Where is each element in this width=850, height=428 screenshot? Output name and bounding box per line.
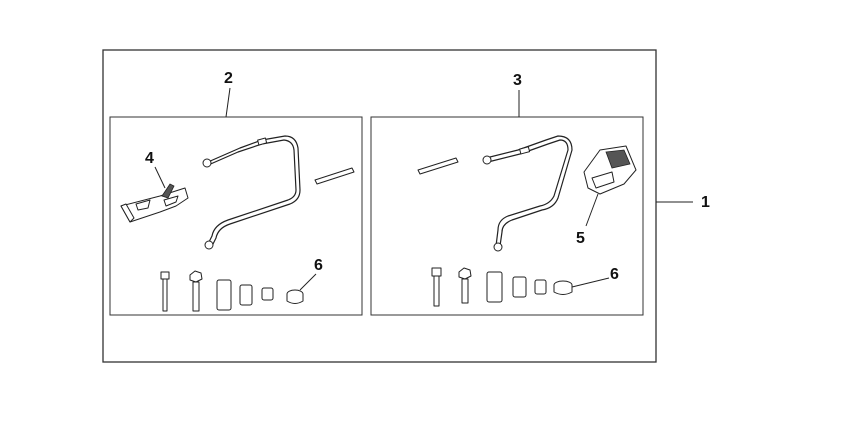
callout-6-left: 6 [314,257,323,274]
left-bent-bar-part [202,135,301,250]
left-set-frame [109,116,363,316]
left-clamp-part [120,183,189,223]
callout-1: 1 [701,194,710,211]
right-strip-part [417,157,459,175]
left-strip-part [314,167,355,185]
callout-5: 5 [576,230,585,247]
left-hardware-parts [160,270,304,312]
kit-outer-frame [102,49,657,363]
callout-4-leader [154,166,166,189]
right-bent-bar-part [482,135,573,252]
right-hardware-parts [431,267,573,307]
callout-2: 2 [224,70,233,87]
callout-6-right-leader [571,277,610,288]
callout-2-leader [225,87,231,118]
callout-3: 3 [513,72,522,89]
callout-4: 4 [145,150,154,167]
right-set-frame [370,116,644,316]
callout-6-right: 6 [610,266,619,283]
callout-5-leader [585,193,599,227]
right-clamp-part [583,145,637,195]
callout-6-left-leader [299,273,317,291]
